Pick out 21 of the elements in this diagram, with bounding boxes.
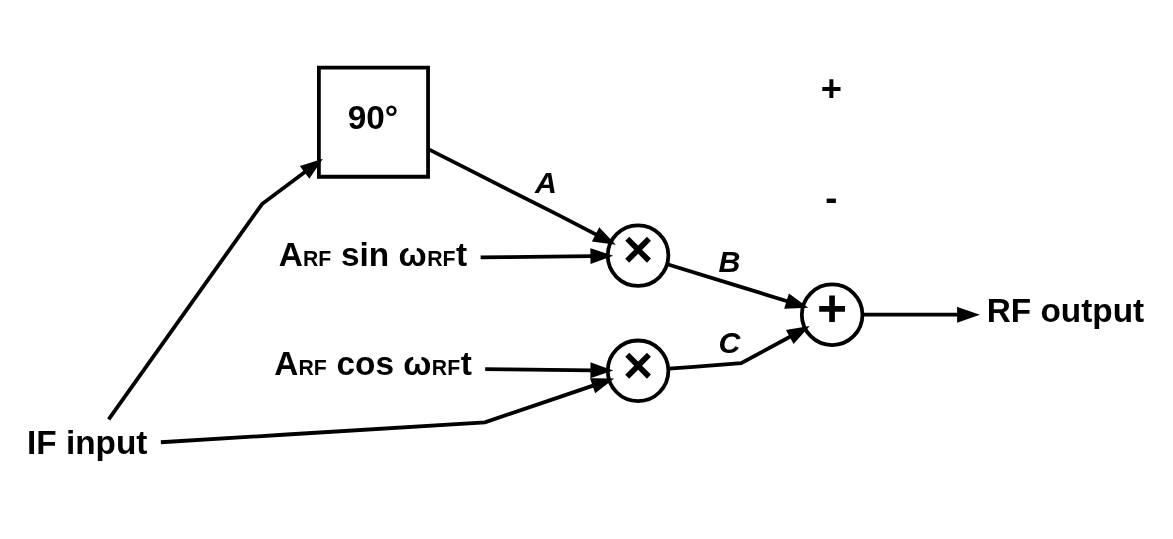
arrow — [668, 325, 810, 371]
arrow — [480, 247, 614, 264]
edge-label: A — [534, 165, 557, 199]
node-text: IF input — [27, 423, 148, 461]
arrow — [666, 261, 809, 309]
node-text: RF output — [986, 291, 1145, 329]
label: + — [820, 67, 843, 109]
node-circle: + — [799, 282, 865, 347]
edge-label: C — [718, 325, 741, 359]
label: - — [825, 176, 838, 218]
arrow — [160, 377, 615, 444]
node-box: 90° — [317, 65, 430, 179]
node-text: ARF sin ωRFt — [278, 235, 468, 273]
node-text: ARF cos ωRFt — [274, 344, 472, 382]
arrow — [427, 147, 616, 245]
arrow — [485, 361, 614, 378]
arrow — [107, 158, 323, 420]
arrow — [862, 306, 980, 323]
node-circle: × — [605, 338, 671, 403]
node-circle: × — [605, 222, 671, 288]
edge-label: B — [718, 244, 741, 278]
